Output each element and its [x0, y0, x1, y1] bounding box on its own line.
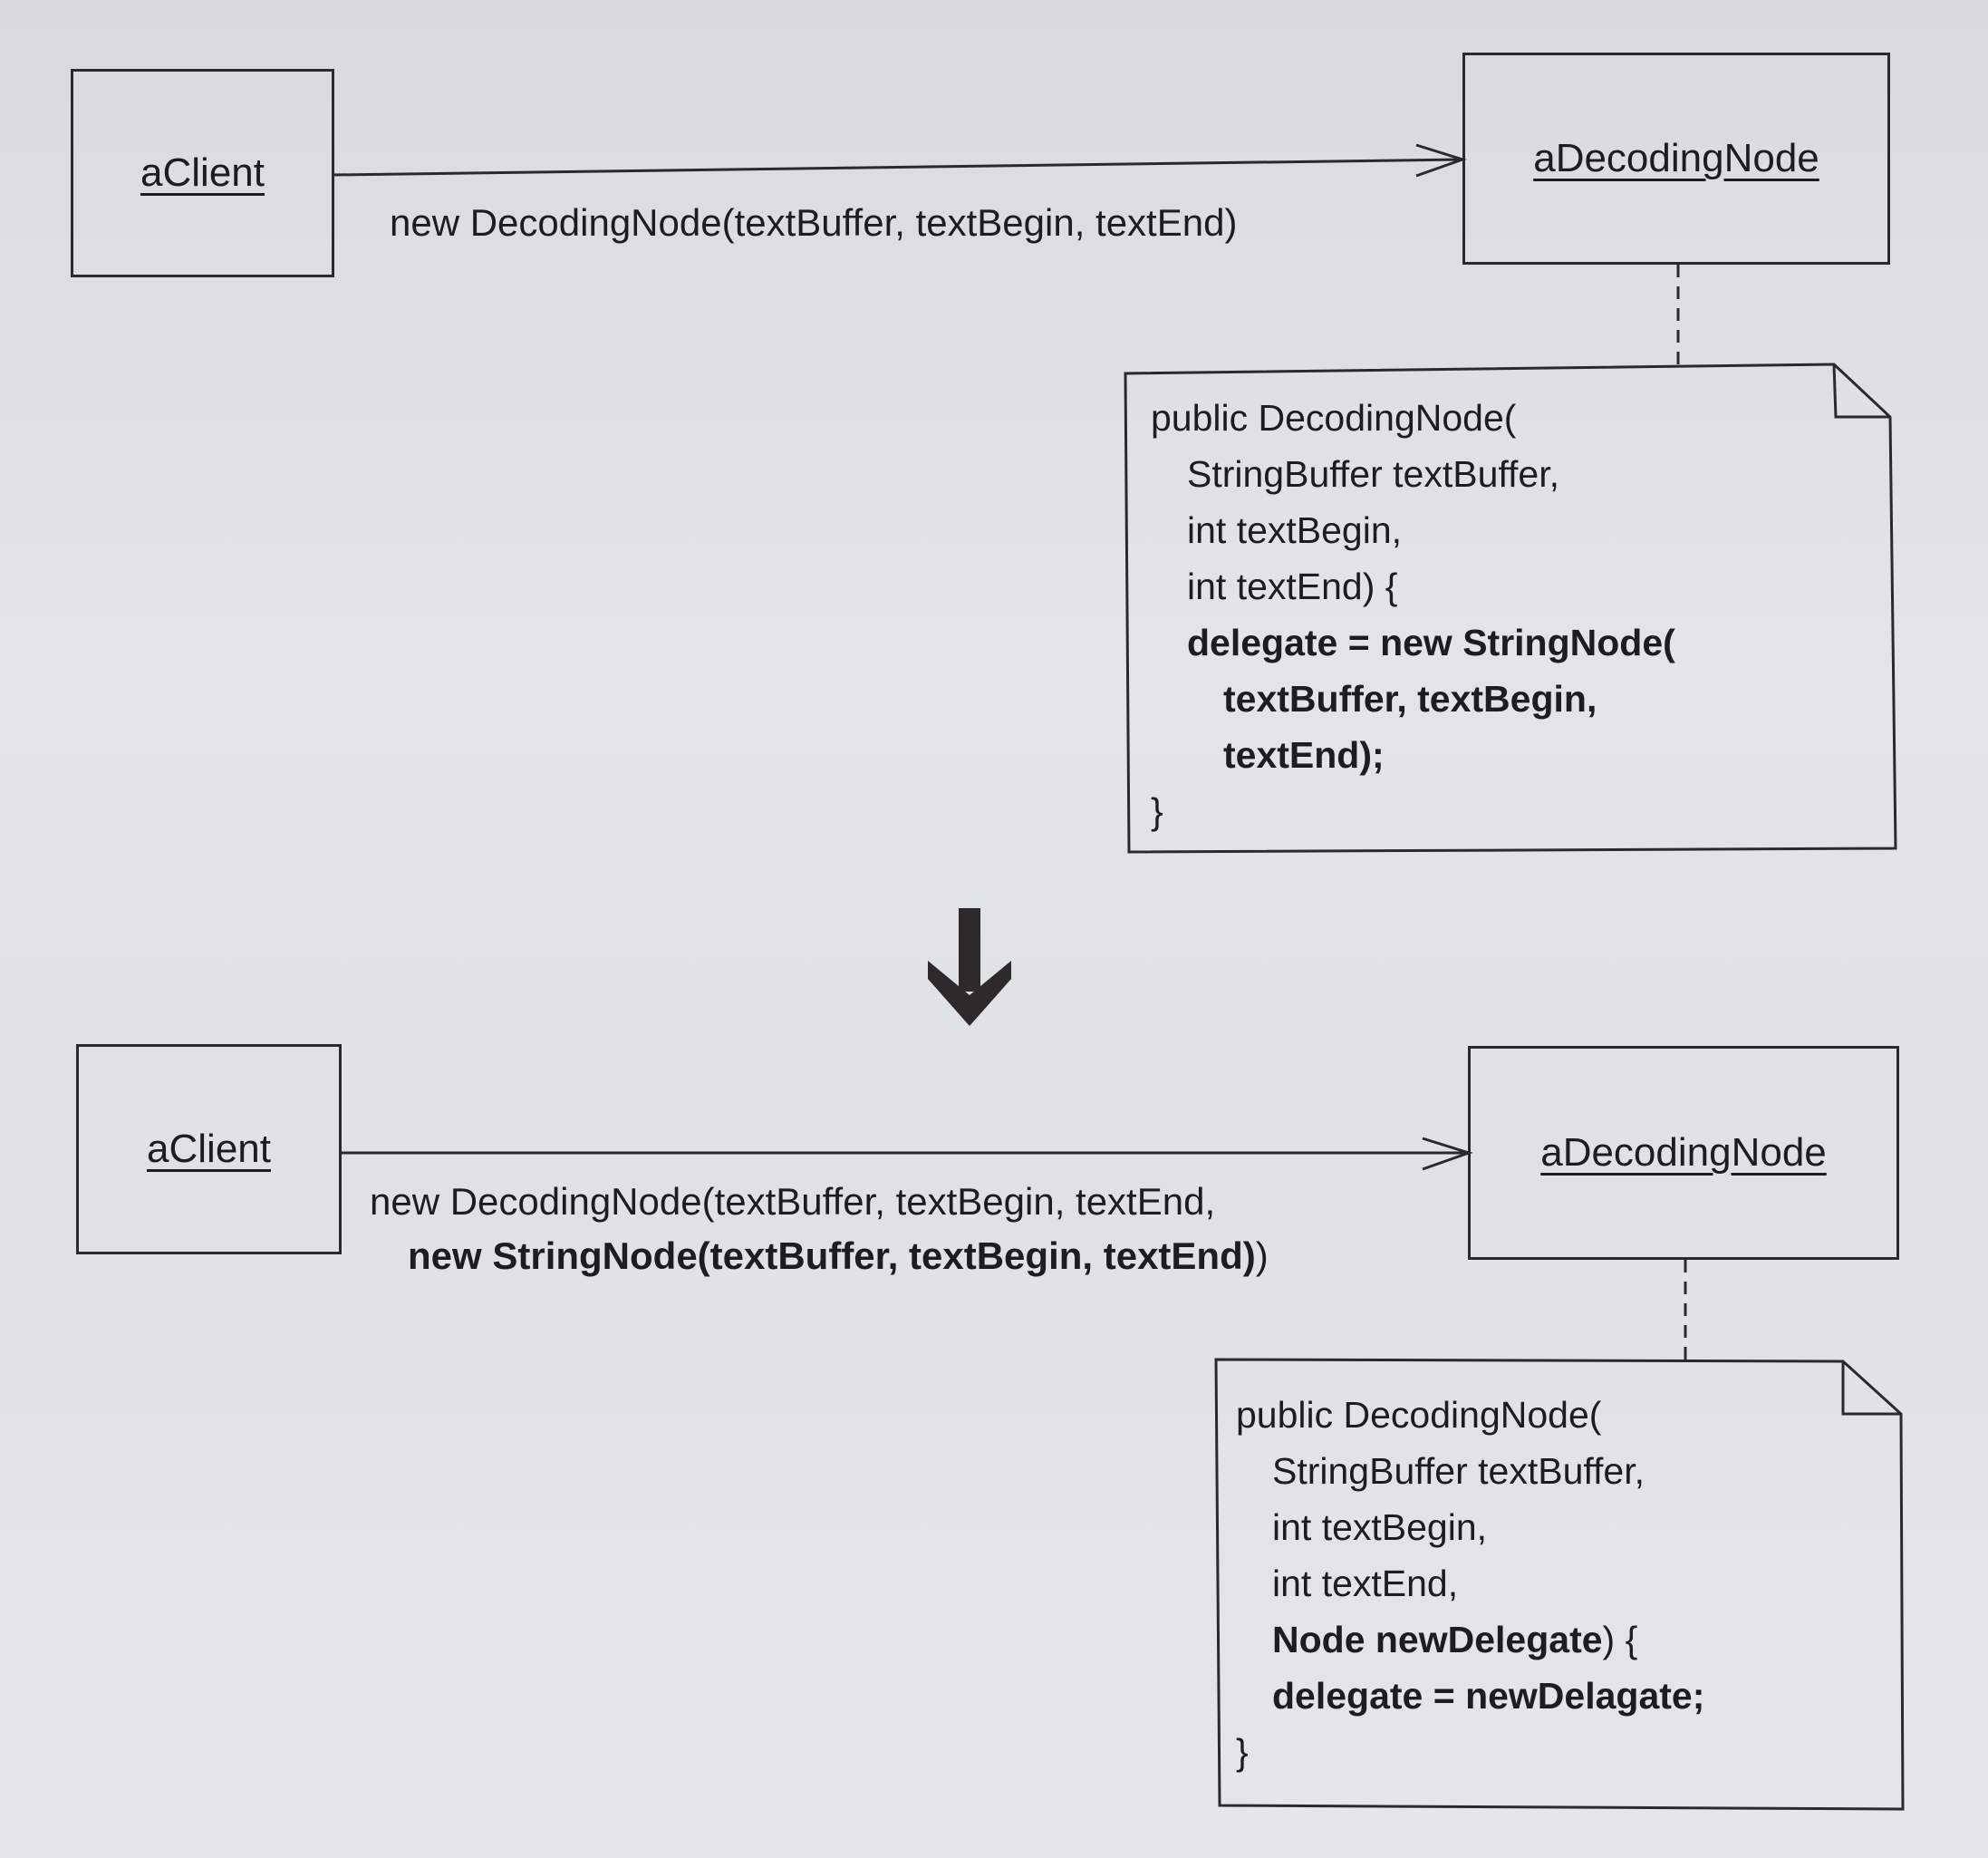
bottom-client-box: aClient [76, 1044, 342, 1254]
bottom-note-shape [1214, 1358, 1905, 1811]
bottom-note-code: public DecodingNode( StringBuffer textBuf… [1236, 1387, 1704, 1780]
bottom-node-label: aDecodingNode [1540, 1130, 1827, 1175]
code-line: textBuffer, textBegin, [1151, 671, 1675, 727]
bottom-node-box: aDecodingNode [1468, 1046, 1899, 1260]
code-text: delegate = new StringNode( [1187, 622, 1675, 663]
code-text: int textBegin, [1272, 1506, 1488, 1548]
down-arrow-icon [928, 908, 1011, 1026]
code-line: int textEnd, [1236, 1555, 1704, 1611]
bottom-client-label: aClient [147, 1127, 271, 1171]
bottom-note-fold [1841, 1361, 1901, 1416]
code-text: delegate = newDelagate; [1272, 1675, 1705, 1717]
top-client-box: aClient [71, 69, 334, 277]
top-note-shape [1124, 363, 1897, 854]
code-text: public DecodingNode( [1151, 397, 1517, 439]
top-node-label: aDecodingNode [1533, 136, 1819, 180]
code-text: public DecodingNode( [1236, 1394, 1602, 1436]
bottom-message-stringnode: new StringNode(textBuffer, textBegin, te… [408, 1234, 1256, 1277]
code-text: } [1236, 1731, 1249, 1773]
top-message-label: new DecodingNode(textBuffer, textBegin, … [390, 201, 1238, 244]
code-text: StringBuffer textBuffer, [1187, 453, 1560, 495]
bottom-message-line2: new StringNode(textBuffer, textBegin, te… [408, 1229, 1269, 1283]
code-line: public DecodingNode( [1236, 1387, 1704, 1443]
code-line: } [1236, 1724, 1704, 1780]
code-line: textEnd); [1151, 727, 1675, 783]
top-node-box: aDecodingNode [1462, 53, 1890, 265]
code-line: delegate = newDelagate; [1236, 1668, 1704, 1724]
code-text: textBuffer, textBegin, [1223, 678, 1597, 720]
top-note-fold [1832, 363, 1890, 419]
code-line: int textEnd) { [1151, 558, 1675, 614]
code-line: StringBuffer textBuffer, [1151, 446, 1675, 502]
code-line: delegate = new StringNode( [1151, 614, 1675, 671]
code-line: StringBuffer textBuffer, [1236, 1443, 1704, 1499]
code-text: int textEnd, [1272, 1563, 1459, 1604]
code-text: } [1151, 790, 1163, 832]
code-line: Node newDelegate) { [1236, 1611, 1704, 1668]
code-text: textEnd); [1223, 734, 1385, 776]
code-text-tail: ) { [1602, 1619, 1638, 1660]
code-text: int textEnd) { [1187, 566, 1398, 607]
bottom-message-close-paren: ) [1255, 1234, 1269, 1277]
code-line: int textBegin, [1151, 502, 1675, 558]
bottom-message-line1: new DecodingNode(textBuffer, textBegin, … [370, 1180, 1216, 1223]
top-note-code: public DecodingNode( StringBuffer textBuf… [1151, 390, 1675, 839]
top-client-label: aClient [140, 150, 265, 195]
code-line: int textBegin, [1236, 1499, 1704, 1555]
code-text: int textBegin, [1187, 509, 1403, 551]
top-message-arrow-line [333, 158, 1462, 177]
code-text: StringBuffer textBuffer, [1272, 1450, 1645, 1492]
code-line: public DecodingNode( [1151, 390, 1675, 446]
code-text: Node newDelegate [1272, 1619, 1603, 1660]
code-line: } [1151, 783, 1675, 839]
